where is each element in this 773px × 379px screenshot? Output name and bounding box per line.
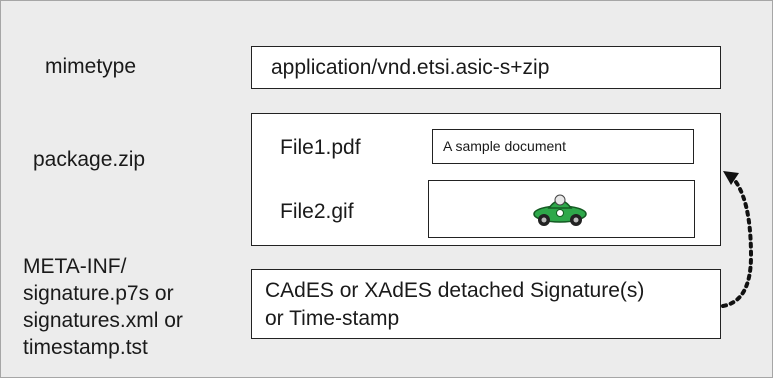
file2-content-box xyxy=(428,180,695,238)
file1-name: File1.pdf xyxy=(280,136,361,159)
package-zip-label: package.zip xyxy=(33,148,146,171)
package-zip-box: File1.pdf A sample document File2.gif xyxy=(251,113,721,246)
signature-text-line-2: or Time-stamp xyxy=(265,307,400,330)
file2-name: File2.gif xyxy=(280,200,354,223)
signature-text-line-1: CAdES or XAdES detached Signature(s) xyxy=(265,279,645,302)
green-race-car-icon xyxy=(533,194,587,226)
mimetype-value: application/vnd.etsi.asic-s+zip xyxy=(271,56,550,79)
file1-content-box: A sample document xyxy=(432,129,694,164)
mimetype-label: mimetype xyxy=(45,55,137,78)
meta-inf-label-line-1: META-INF/ xyxy=(23,255,127,278)
signature-box: CAdES or XAdES detached Signature(s) or … xyxy=(251,269,721,339)
mimetype-value-box: application/vnd.etsi.asic-s+zip xyxy=(251,46,721,89)
meta-inf-label-line-4: timestamp.tst xyxy=(23,336,148,359)
meta-inf-label-line-3: signatures.xml or xyxy=(23,309,183,332)
file1-content-text: A sample document xyxy=(443,138,566,154)
meta-inf-label-line-2: signature.p7s or xyxy=(23,282,174,305)
